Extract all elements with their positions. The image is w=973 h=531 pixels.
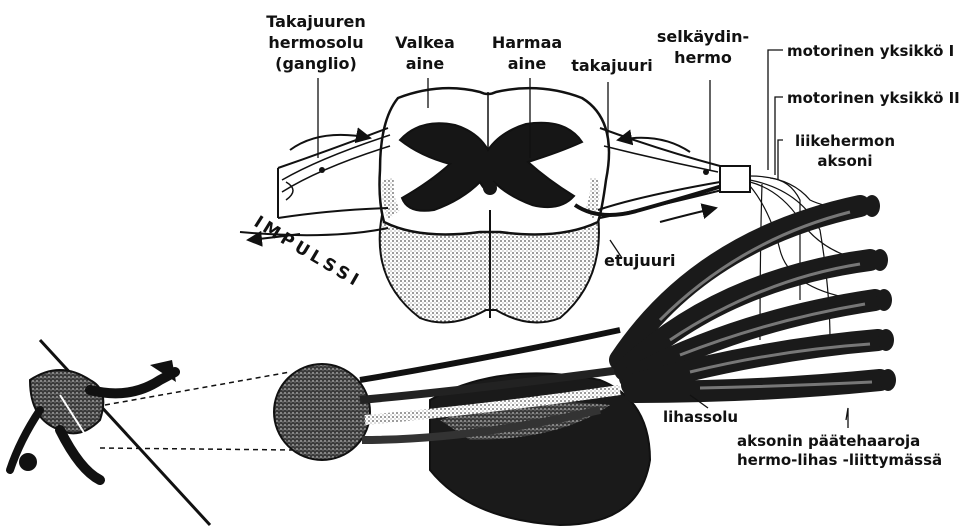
label-dorsal-ganglion-3: (ganglio) [275,54,357,73]
label-spinal-nerve-2: hermo [674,48,732,67]
athlete-figure [10,340,210,525]
projection-line-bottom [100,448,292,450]
label-ventral-root: etujuuri [604,251,676,270]
label-motor-axon-2: aksoni [817,152,872,170]
label-dorsal-ganglion-2: hermosolu [268,33,363,52]
label-grey-matter-2: aine [508,54,547,73]
label-white-matter-1: Valkea [395,33,455,52]
label-grey-matter-1: Harmaa [492,33,562,52]
label-motor-axon-1: liikehermon [795,132,895,150]
label-motor-unit-2: motorinen yksikkö II [787,89,960,107]
label-impulse: IMPULSSI [250,212,365,292]
label-terminals-1: aksonin päätehaaroja [737,432,920,450]
label-terminals-2: hermo-lihas -liittymässä [737,451,942,469]
label-dorsal-root: takajuuri [571,56,653,75]
label-motor-unit-1: motorinen yksikkö I [787,42,954,60]
spinal-cord [380,88,610,322]
label-spinal-nerve-1: selkäydin- [657,27,749,46]
label-impulse-text: IMPULSSI [250,212,365,292]
label-white-matter-2: aine [406,54,445,73]
label-dorsal-ganglion-1: Takajuuren [266,12,365,31]
label-muscle-cell: lihassolu [663,408,738,426]
